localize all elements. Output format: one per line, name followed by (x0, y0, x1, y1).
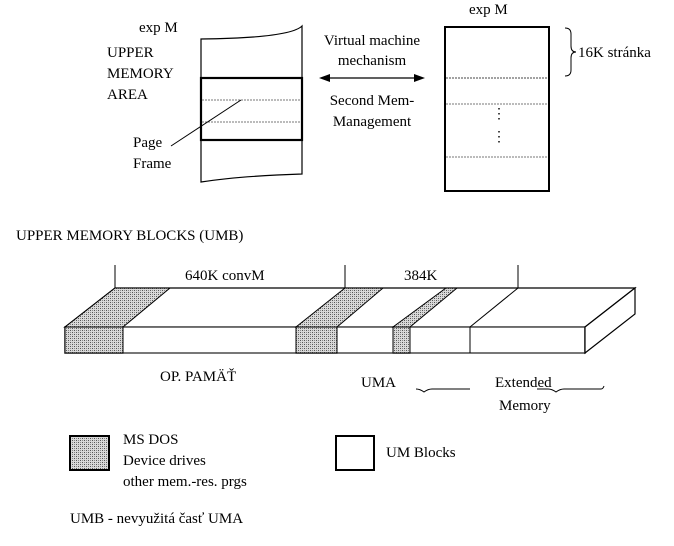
page-size-brace (564, 27, 577, 77)
ellipsis-dots-1: ⋮ (492, 107, 506, 122)
footnote-umb-definition: UMB - nevyužitá časť UMA (70, 511, 244, 527)
extended-underbrace (537, 385, 605, 393)
expanded-memory-box (444, 26, 550, 192)
mechanism-label-line-1: Virtual machine (323, 33, 421, 49)
legend-hatched-swatch (69, 435, 110, 471)
mechanism-arrow (319, 74, 425, 82)
uma-label-line-3: AREA (107, 87, 148, 103)
page-size-label: 16K stránka (578, 45, 651, 61)
memory-management-label-line-1: Second Mem- (329, 93, 415, 109)
memory-management-label-line-2: Management (332, 114, 412, 130)
extended-boundary-top (469, 287, 519, 328)
msdos-block-front (64, 326, 124, 354)
legend-um-blocks-label: UM Blocks (386, 445, 456, 461)
mechanism-label-line-2: mechanism (337, 53, 407, 69)
bar-side-face (584, 286, 636, 355)
page-frame-label-line-1: Page (133, 135, 163, 151)
uma-underbrace (415, 388, 470, 393)
page-frame-box (199, 76, 304, 142)
op-pamat-label: OP. PAMÄŤ (160, 369, 237, 385)
legend-msdos-label: MS DOS (123, 432, 179, 448)
page-frame-label-line-2: Frame (133, 156, 172, 172)
extended-label-line-2: Memory (499, 398, 551, 414)
segment-ticks (114, 265, 519, 288)
segment-640k-label: 640K convM (185, 268, 265, 284)
segment-384k-label: 384K (404, 268, 438, 284)
page-frame-pointer (170, 99, 242, 147)
extended-label-line-1: Extended (495, 375, 552, 391)
uma-label-line-2: MEMORY (107, 66, 174, 82)
resident-block-front (392, 326, 411, 354)
driver-block-front (295, 326, 338, 354)
legend-device-drives-label: Device drives (123, 453, 206, 469)
legend-resident-programs-label: other mem.-res. prgs (123, 474, 247, 490)
ellipsis-dots-2: ⋮ (492, 130, 506, 145)
right-exp-m-label: exp M (469, 2, 508, 18)
upper-memory-area-column (170, 24, 304, 183)
legend-blank-swatch (335, 435, 375, 471)
uma-label-line-1: UPPER (107, 45, 154, 61)
uma-bar-label: UMA (361, 375, 397, 391)
memory-bar (63, 286, 637, 355)
umb-section-title: UPPER MEMORY BLOCKS (UMB) (16, 228, 244, 244)
left-exp-m-label: exp M (139, 20, 178, 36)
